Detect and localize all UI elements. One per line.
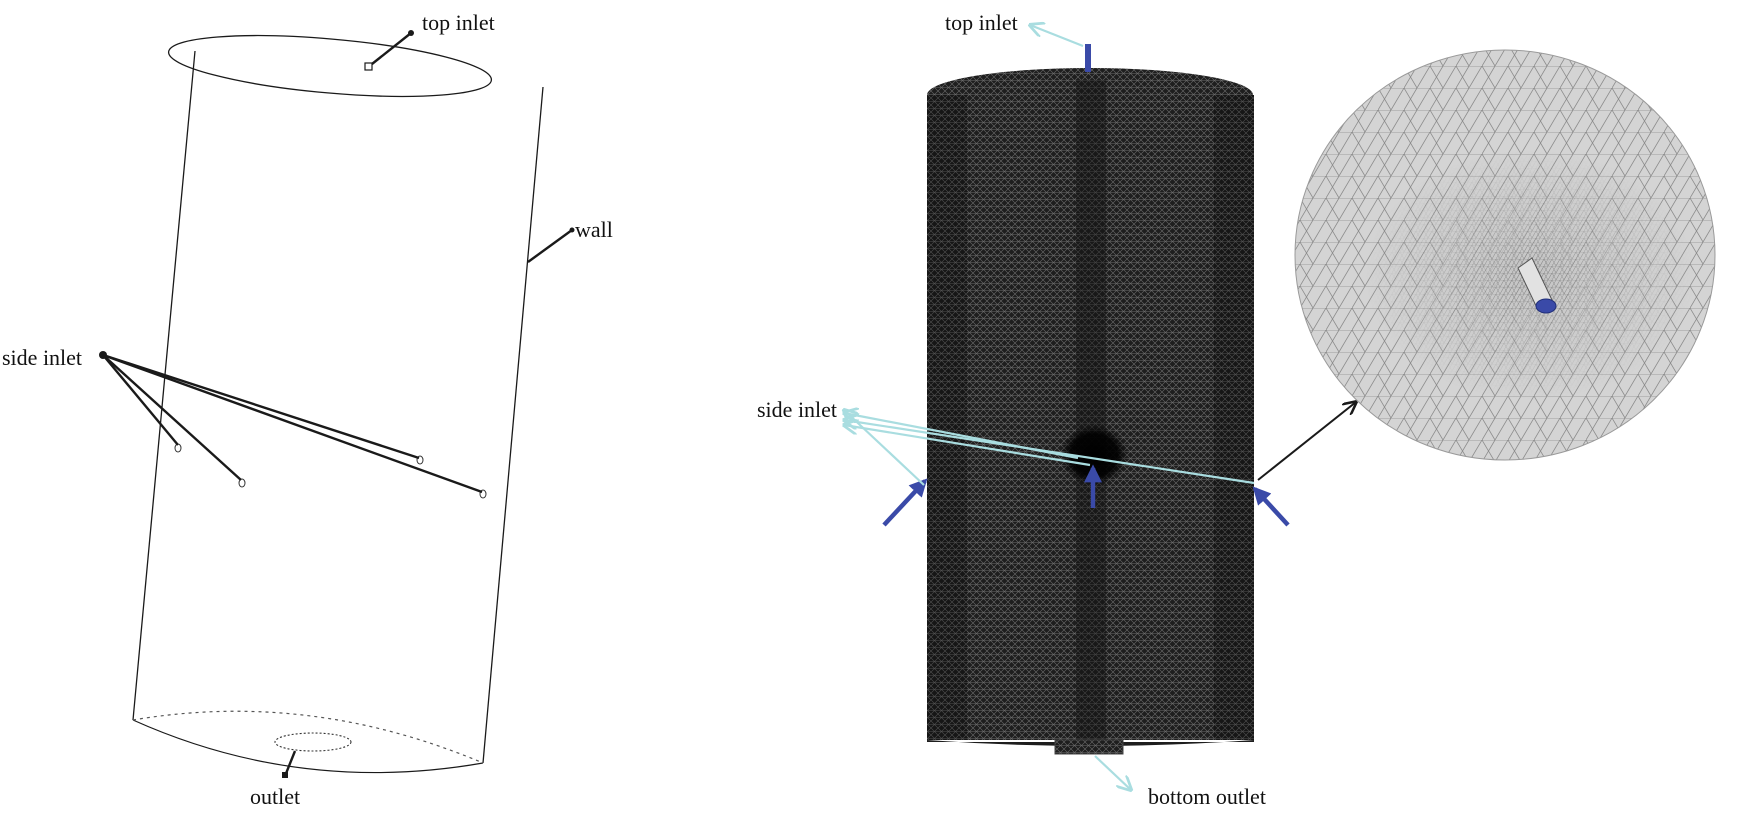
label-side-inlet-right: side inlet (757, 397, 837, 422)
zoom-fine-mesh (1295, 50, 1715, 460)
blue-arrow-right (1252, 486, 1290, 527)
mesh-top-inlet-pipe (1085, 44, 1091, 72)
cyan-leader-side-3 (844, 420, 1255, 485)
left-geometry: top inlet wall side inlet outlet (2, 10, 613, 809)
side-inlet-port-2 (238, 478, 246, 488)
label-outlet: outlet (250, 784, 300, 809)
leader-dot-wall (569, 227, 575, 233)
zoomed-mesh-view (1294, 49, 1716, 461)
left-side-inlet-ports (174, 443, 487, 499)
cyan-leader-lines (844, 25, 1255, 790)
mesh-left-shade (927, 95, 967, 740)
leader-outlet (283, 750, 297, 777)
leader-top-inlet (371, 32, 412, 65)
zoom-inlet-nozzle (1517, 257, 1557, 314)
leader-wall (527, 229, 573, 263)
mesh-seam-band (1076, 80, 1106, 740)
cyan-leader-side-4 (844, 425, 1091, 467)
meshed-cylinder: top inlet side inlet bottom outlet (757, 10, 1356, 809)
leader-side-inlet-3 (102, 353, 420, 460)
cyan-leader-top-inlet (1030, 25, 1084, 48)
label-side-inlet-left: side inlet (2, 345, 82, 370)
left-cylinder-bottom-back (132, 710, 484, 764)
mesh-cylinder-top (927, 68, 1253, 122)
left-cylinder-left-edge (132, 50, 196, 721)
leader-dot-top-inlet (408, 30, 414, 36)
left-top-inlet-port (364, 62, 373, 71)
mesh-cylinder-body (927, 95, 1254, 740)
label-top-inlet-right: top inlet (945, 10, 1018, 35)
blue-arrow-left (882, 478, 928, 527)
left-cylinder-top-rim (167, 34, 493, 98)
leader-side-inlet-1 (102, 354, 179, 446)
mesh-bottom-outlet-pipe (1054, 739, 1124, 755)
label-wall: wall (575, 217, 613, 242)
left-outlet-ring (274, 732, 352, 752)
leader-dot-outlet (282, 772, 288, 778)
zoom-pointer-arrow (1257, 402, 1356, 481)
cyan-leader-bottom-outlet (1094, 755, 1131, 790)
leader-side-inlet-2 (102, 354, 242, 481)
nozzle-opening (1535, 298, 1557, 314)
label-top-inlet-left: top inlet (422, 10, 495, 35)
left-cylinder-bottom-front (132, 719, 484, 774)
side-inlet-port-1 (174, 443, 182, 453)
mesh-dense-spot (1060, 425, 1128, 485)
leader-side-inlet-4 (102, 353, 483, 494)
left-cylinder-right-edge (482, 86, 544, 764)
mesh-right-shade (1214, 95, 1254, 740)
left-leader-lines (102, 32, 573, 777)
label-bottom-outlet: bottom outlet (1148, 784, 1266, 809)
leader-dot-side-inlet (99, 351, 107, 359)
zoom-disc-outline (1294, 49, 1716, 461)
